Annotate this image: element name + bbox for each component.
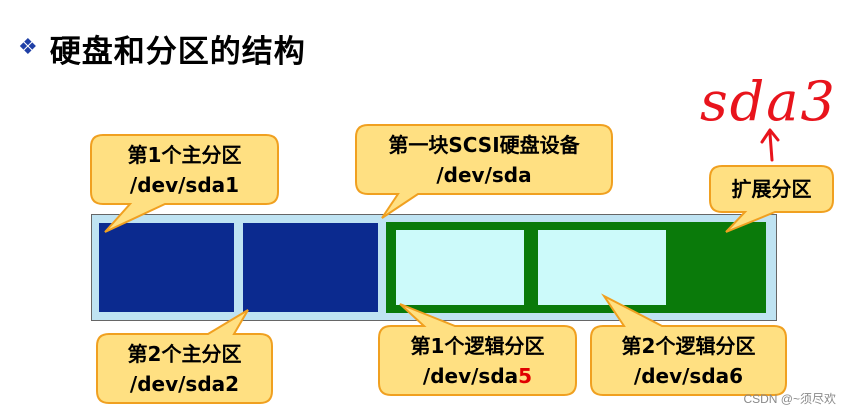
callout-disk-line2: /dev/sda bbox=[436, 163, 532, 187]
callout-logical1-line1: 第1个逻辑分区 bbox=[410, 334, 545, 358]
watermark: CSDN @~须尽欢 bbox=[743, 392, 836, 406]
callout-logical2-line1: 第2个逻辑分区 bbox=[621, 334, 756, 358]
callout-extended: 扩展分区 bbox=[710, 174, 833, 204]
callout-disk-line1: 第一块SCSI硬盘设备 bbox=[388, 133, 580, 157]
callout-extended-shape bbox=[709, 165, 834, 233]
callout-primary1: 第1个主分区 /dev/sda1 bbox=[91, 140, 278, 200]
title-text: 硬盘和分区的结构 bbox=[49, 33, 306, 70]
primary-partition-1-block bbox=[99, 223, 234, 312]
primary-partition-2-block bbox=[243, 223, 378, 312]
logical-partition-5-block bbox=[396, 230, 524, 305]
logical-partition-6-block bbox=[538, 230, 666, 305]
handwritten-arrow bbox=[760, 128, 780, 162]
callout-primary2-shape bbox=[96, 309, 273, 404]
callout-extended-line1: 扩展分区 bbox=[731, 177, 812, 201]
diamond-bullet-icon: ❖ bbox=[18, 35, 38, 60]
callout-disk: 第一块SCSI硬盘设备 /dev/sda bbox=[356, 130, 612, 190]
callout-logical1-suffix: 5 bbox=[518, 364, 533, 388]
callout-logical1: 第1个逻辑分区 /dev/sda5 bbox=[379, 331, 576, 391]
callout-logical2: 第2个逻辑分区 /dev/sda6 bbox=[591, 331, 786, 391]
handwritten-annotation: sda3 bbox=[700, 70, 837, 133]
callout-logical2-line2: /dev/sda6 bbox=[633, 364, 744, 388]
callout-primary1-line1: 第1个主分区 bbox=[127, 143, 242, 167]
page-title: ❖ 硬盘和分区的结构 bbox=[18, 26, 306, 70]
callout-primary1-shape bbox=[90, 134, 279, 233]
callout-primary2-line1: 第2个主分区 bbox=[127, 342, 242, 366]
callout-logical1-prefix: /dev/sda bbox=[422, 364, 519, 388]
callout-primary1-line2: /dev/sda1 bbox=[129, 173, 240, 197]
callout-logical2-shape bbox=[590, 293, 787, 396]
callout-disk-shape bbox=[355, 124, 613, 219]
callout-primary2: 第2个主分区 /dev/sda2 bbox=[97, 339, 272, 399]
callout-logical1-line2: /dev/sda5 bbox=[379, 361, 576, 391]
callout-logical1-shape bbox=[378, 303, 577, 396]
callout-primary2-line2: /dev/sda2 bbox=[129, 372, 240, 396]
